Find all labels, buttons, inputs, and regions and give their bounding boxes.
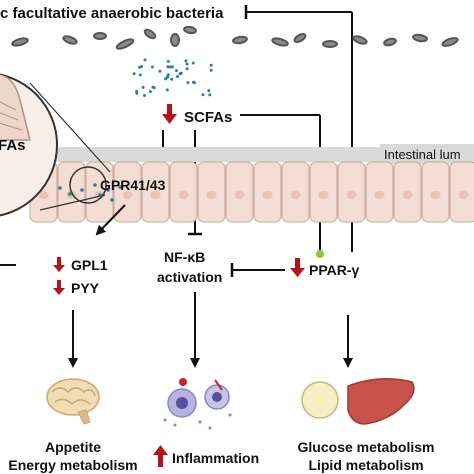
glucose-metabolism-label: Glucose metabolism [298,439,435,455]
ppar-down-arrow [290,258,305,277]
scfa-particle [135,91,139,95]
energy-metabolism-label: Energy metabolism [8,457,137,473]
scfa-particle [166,59,170,63]
gpl1-down-arrow [53,257,65,272]
cell-nucleus [122,191,133,199]
scfa-particle [148,90,152,94]
lumen-label-box [380,144,474,164]
scfa-particle [176,75,180,78]
liver-icon [347,378,415,425]
immune-cell-icon [163,378,232,430]
adipocyte-icon [301,381,339,419]
cell-nucleus [402,191,413,199]
scfa-particle [179,71,183,75]
scfa-particle [186,81,190,85]
inflammation-up-arrow [153,445,168,467]
lumen-label: Intestinal lum [384,147,461,162]
scfa-particle [201,93,205,97]
scfa-particle [207,89,211,93]
scfa-particle [209,68,213,72]
gpl1-label: GPL1 [71,257,108,273]
scfas-down-arrow [162,104,177,124]
nfkb-label-line1: NF-κB [164,249,205,265]
cell-nucleus [430,191,441,199]
cell-nucleus [206,191,217,199]
scfa-particle [165,88,169,92]
scfa-particle [140,65,144,68]
cell-nucleus [458,191,469,199]
cell-nucleus [38,191,49,199]
cell-nucleus [178,191,189,199]
scfa-particle [184,59,188,63]
scfa-particle [143,58,147,62]
cell-nucleus [290,191,301,199]
scfa-particle [143,94,146,97]
epithelial-cell-row [29,161,474,223]
cell-nucleus [262,191,273,199]
zoom-source-circle [69,166,107,204]
zoom-line-bottom [39,194,106,211]
scfa-particle [158,69,162,73]
scfa-particle [150,65,154,69]
zoom-line-top [29,82,111,173]
pyy-down-arrow [53,280,65,295]
receptor-label: GPR41/43 [100,177,166,193]
scfas-label: SCFAs [184,109,232,126]
cell-nucleus [346,191,357,199]
scfa-particle [170,77,174,81]
scfa-particle [209,63,213,67]
cell-nucleus [234,191,245,199]
zoom-villus: FAs [0,73,58,217]
appetite-label: Appetite [45,439,101,455]
scfa-particle [166,73,170,77]
brain-icon [46,378,100,425]
cell-nucleus [150,191,161,199]
scfa-particle [151,85,155,89]
scfa-particle [168,65,172,69]
zoom-scfas-label: FAs [0,137,26,154]
bacteria-icon [11,25,459,50]
scfa-particle [191,61,195,65]
nfkb-label-line2: activation [157,269,222,285]
lumen-band [0,147,474,162]
ppar-activation-dot [316,250,324,258]
scfa-particle [132,72,136,76]
scfa-particle [185,67,189,71]
scfa-particle [175,69,178,73]
cell-nucleus [318,191,329,199]
scfa-particle [170,65,174,69]
cell-nucleus [374,191,385,199]
inflammation-label: Inflammation [172,450,259,466]
scfa-particle [141,85,145,89]
receptor-to-gpl1-arrow [95,204,126,236]
scfa-particle [192,80,195,84]
pyy-label: PYY [71,280,100,296]
scfa-particle [138,73,142,77]
scfa-particles [132,58,213,97]
lipid-metabolism-label: Lipid metabolism [308,457,423,473]
bacteria-label: c facultative anaerobic bacteria [0,5,224,22]
scfa-particle [164,77,168,81]
scfa-particle [185,62,189,66]
receptor-particles [58,183,122,202]
ppar-label: PPAR-γ [309,262,360,278]
scfa-particle [208,93,212,97]
